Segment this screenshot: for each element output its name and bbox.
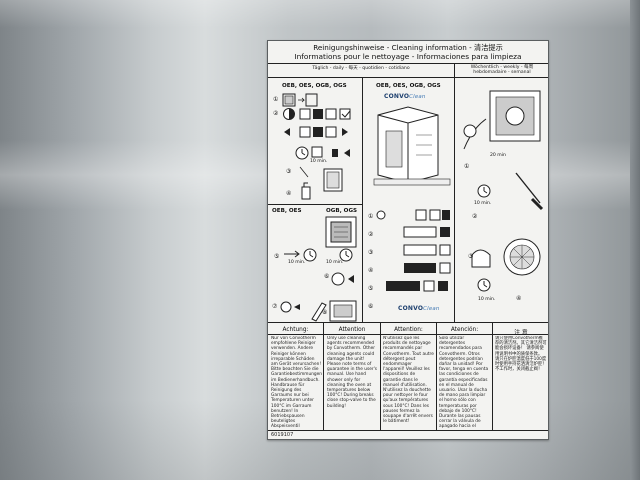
step-number: ①	[368, 213, 374, 220]
models-label: OEB, OES, OGB, OGS	[376, 83, 441, 89]
warning-heading-zh: 注 意	[514, 330, 528, 336]
column-divider	[380, 322, 381, 430]
header-title-line2: Informations pour le nettoyage - Informa…	[294, 52, 522, 61]
timer-row-icon	[284, 248, 353, 262]
step-number: ⑥	[368, 303, 374, 310]
timer-icon	[477, 278, 491, 292]
step-number: ⑤	[274, 253, 280, 260]
control-sequence-icons	[376, 209, 451, 292]
warning-text-fr: N'utilisez que les produits de nettoyage…	[383, 336, 434, 425]
oven-interior-icon	[325, 216, 357, 248]
weekly-column-heading-line2: hebdomadaire - semanal	[473, 70, 531, 75]
divider	[268, 77, 548, 78]
cleaning-brush-icon	[515, 172, 544, 211]
oven-door-icon	[282, 93, 318, 107]
step-number: ①	[464, 163, 470, 170]
duration-label: 10 min.	[474, 201, 492, 206]
weekly-column-heading-line1: Wöchentlich - weekly - 每周	[470, 65, 534, 70]
duration-label: 10 min.	[478, 297, 496, 302]
fan-wheel-drawing	[471, 238, 541, 276]
document-number: 6019107	[271, 432, 294, 438]
step-number: ②	[472, 213, 478, 220]
divider	[268, 322, 548, 323]
warning-text-es: Solo utilizar detergentes recomendados p…	[439, 336, 489, 429]
header-title-line1: Reinigungshinweise - Cleaning informatio…	[313, 43, 503, 52]
timer-icon	[295, 146, 350, 160]
logo-brand: CONVO	[384, 93, 410, 100]
divider	[268, 334, 548, 335]
step-number: ②	[273, 110, 279, 117]
step-number: ④	[516, 295, 522, 302]
models-label: OEB, OES, OGB, OGS	[282, 83, 347, 89]
settings-row-icon	[284, 126, 348, 138]
column-divider	[323, 322, 324, 430]
spray-bottle-icon	[299, 166, 343, 200]
logo-suffix: Clean	[409, 94, 426, 100]
duration-label: 20 min	[490, 153, 506, 158]
steel-highlight	[0, 0, 640, 28]
column-divider	[454, 63, 455, 322]
step-number: ③	[468, 253, 474, 260]
column-divider	[492, 322, 493, 430]
warning-text-de: Nur von Convotherm empfohlene Reiniger v…	[271, 336, 322, 429]
warning-heading-de: Achtung:	[282, 327, 309, 333]
step-number: ⑥	[324, 273, 330, 280]
warning-heading-en: Attention	[338, 327, 366, 333]
models-label: OGB, OGS	[326, 208, 358, 214]
control-panel-icon	[283, 108, 351, 120]
models-label: OEB, OES	[272, 208, 302, 214]
step-number: ⑧	[322, 309, 328, 316]
warning-text-zh: 请只使用Convotherm推荐的清洁剂。其它清洁剂可能会损坏设备！ 请参阅使用…	[495, 336, 547, 373]
column-divider	[436, 322, 437, 430]
divider	[268, 63, 548, 64]
step-number: ④	[286, 190, 292, 197]
door-gasket-drawing	[463, 90, 541, 150]
settings-icon	[331, 272, 354, 286]
column-divider	[362, 77, 363, 322]
convoclean-logo: CONVOClean	[384, 93, 425, 100]
warning-heading-fr: Attention:	[394, 327, 423, 333]
label-header: Reinigungshinweise - Cleaning informatio…	[268, 43, 548, 61]
step-number: ③	[286, 168, 292, 175]
warning-heading-es: Atención:	[450, 327, 479, 333]
divider	[268, 204, 362, 205]
step-number: ①	[273, 96, 279, 103]
step-number: ③	[368, 249, 374, 256]
step-number: ②	[368, 231, 374, 238]
panel-seam	[630, 0, 640, 480]
timer-icon	[477, 184, 491, 198]
divider	[268, 430, 548, 431]
convoclean-logo: CONVOClean	[398, 305, 439, 312]
duration-label: 10 min.	[310, 159, 328, 164]
duration-label: 10 min.	[288, 260, 306, 265]
cleaning-instruction-label: Reinigungshinweise - Cleaning informatio…	[267, 40, 549, 440]
hand-shower-icon	[280, 300, 357, 322]
logo-brand: CONVO	[398, 305, 424, 312]
step-number: ⑦	[272, 303, 278, 310]
daily-column-heading: Täglich - daily - 每天 - quotidien - cotid…	[312, 66, 410, 71]
warning-text-en: Only use cleaning agents recommended by …	[327, 336, 378, 409]
step-number: ④	[368, 267, 374, 274]
oven-cabinet-drawing	[373, 106, 451, 186]
logo-suffix: Clean	[423, 306, 440, 312]
duration-label: 10 min.	[326, 260, 344, 265]
step-number: ⑤	[368, 285, 374, 292]
